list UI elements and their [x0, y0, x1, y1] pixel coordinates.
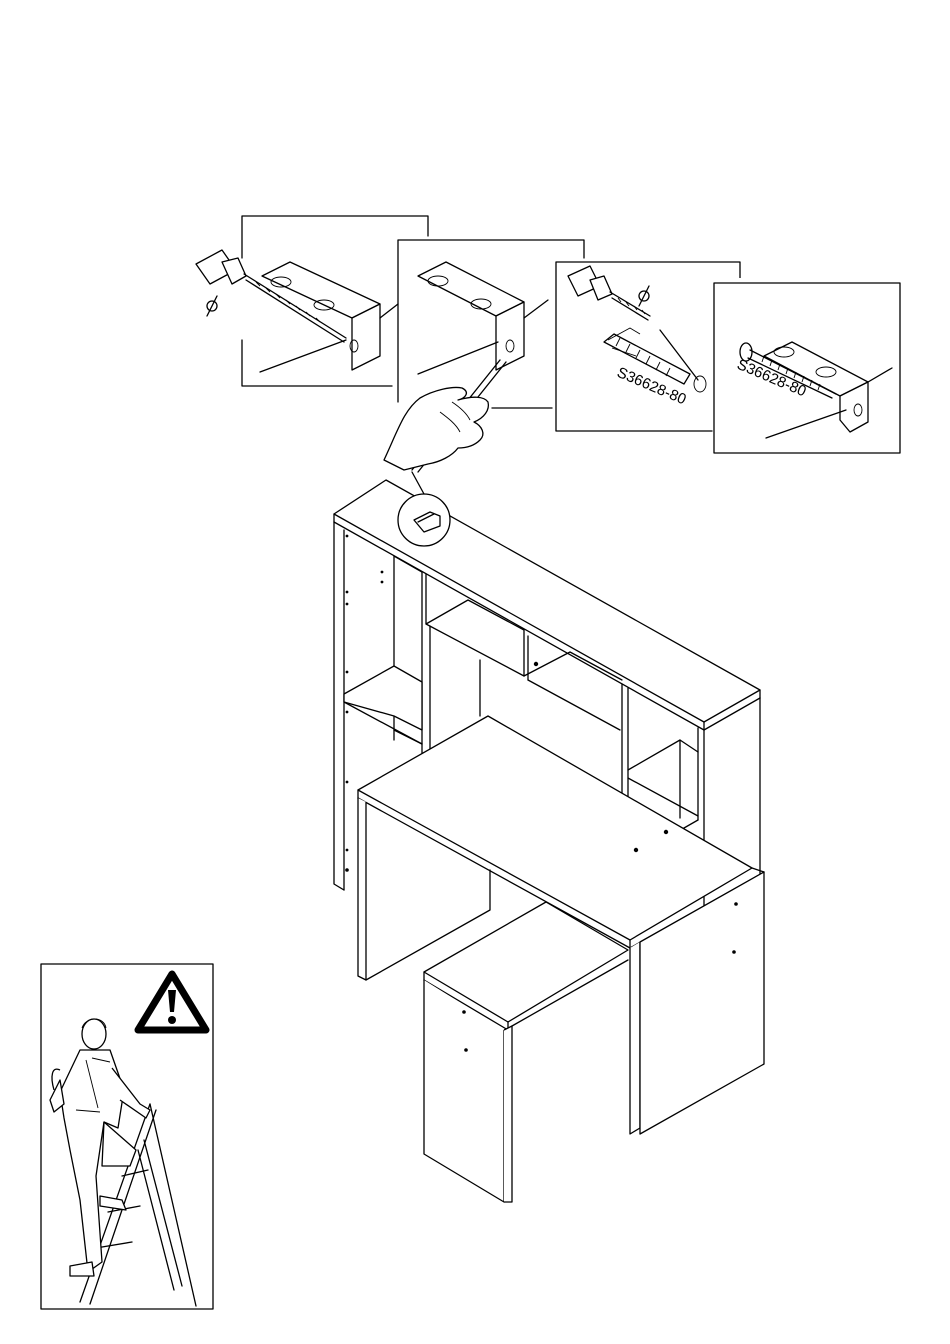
bracket-icon: [418, 262, 524, 370]
warning-panel: [41, 964, 213, 1309]
desk-hutch-drawing: [334, 472, 764, 1202]
person-on-stepladder-icon: [50, 1019, 196, 1306]
step-drill-detail: [196, 250, 398, 372]
hand-icon: [384, 387, 488, 470]
step-mark-detail: [384, 262, 548, 472]
zoom-detail-circle: [398, 472, 450, 546]
bracket-icon: [262, 262, 380, 370]
diameter-icon: [207, 296, 217, 316]
warning-triangle-icon: [138, 974, 206, 1030]
